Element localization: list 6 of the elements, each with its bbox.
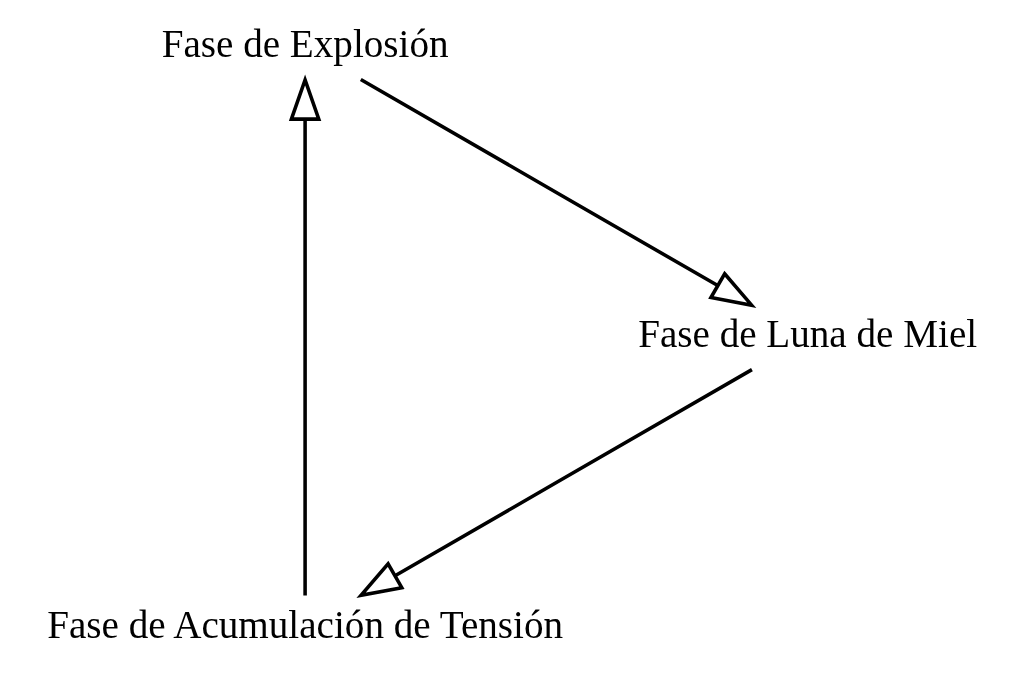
arrow bbox=[288, 74, 321, 596]
node-text: Fase de Acumulación de Tensión bbox=[46, 602, 563, 646]
node-text: Fase de Explosión bbox=[161, 22, 449, 66]
arrow bbox=[359, 77, 756, 308]
node-text: Fase de Luna de Miel bbox=[637, 312, 977, 356]
arrow bbox=[355, 368, 753, 599]
